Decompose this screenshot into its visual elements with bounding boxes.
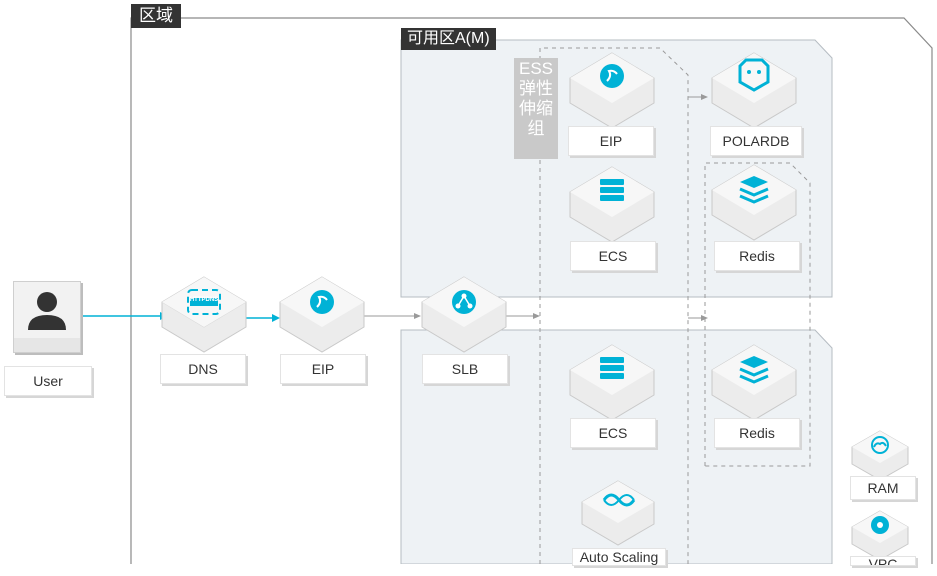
ecs-top-node[interactable]	[566, 162, 662, 262]
vpc-node[interactable]	[848, 508, 912, 564]
ecs-server-icon	[600, 179, 624, 201]
auto-scaling-node[interactable]	[578, 476, 674, 576]
user-icon	[28, 292, 66, 330]
slb-icon	[452, 290, 476, 314]
auto-scaling-label: Auto Scaling	[572, 548, 666, 566]
redis-icon	[739, 176, 769, 204]
region-label: 区域	[131, 4, 181, 28]
eip-main-node[interactable]	[276, 272, 372, 372]
auto-scaling-icon	[602, 493, 636, 507]
ram-cloud-icon	[871, 436, 889, 454]
ecs-server-icon	[600, 357, 624, 379]
redis-group-boundary	[704, 162, 811, 467]
region-boundary	[130, 17, 933, 564]
eip-icon	[310, 290, 334, 314]
ecs-bottom-node[interactable]	[566, 340, 662, 440]
slb-node[interactable]	[418, 272, 514, 372]
httpdns-icon-text: HTTPDNS	[189, 297, 219, 303]
polardb-bear-icon	[738, 58, 770, 92]
user-label: User	[4, 366, 92, 396]
dns-node[interactable]: HTTPDNS	[158, 272, 254, 372]
eip-top-node[interactable]	[566, 48, 662, 148]
httpdns-icon	[187, 289, 221, 315]
user-node[interactable]	[13, 281, 81, 353]
redis-bottom-node[interactable]	[708, 340, 804, 440]
zone-label: 可用区A(M)	[401, 28, 496, 50]
eip-icon	[600, 64, 624, 88]
dns-label: DNS	[160, 354, 246, 384]
eip-main-label: EIP	[280, 354, 366, 384]
slb-label: SLB	[422, 354, 508, 384]
redis-icon	[739, 356, 769, 384]
ecs-top-label: ECS	[570, 241, 656, 271]
redis-top-label: Redis	[714, 241, 800, 271]
redis-bottom-label: Redis	[714, 418, 800, 448]
redis-top-node[interactable]	[708, 160, 804, 260]
polardb-label: POLARDB	[710, 126, 802, 156]
vpc-cloud-icon	[871, 516, 889, 534]
ecs-bottom-label: ECS	[570, 418, 656, 448]
ram-label: RAM	[850, 476, 916, 500]
ess-group-boundary	[539, 47, 689, 564]
eip-top-label: EIP	[568, 126, 654, 156]
ram-node[interactable]	[848, 428, 912, 484]
polardb-node[interactable]	[708, 48, 804, 148]
ess-group-label: ESS 弹性 伸缩 组	[514, 58, 558, 159]
vpc-label: VPC	[850, 556, 916, 566]
